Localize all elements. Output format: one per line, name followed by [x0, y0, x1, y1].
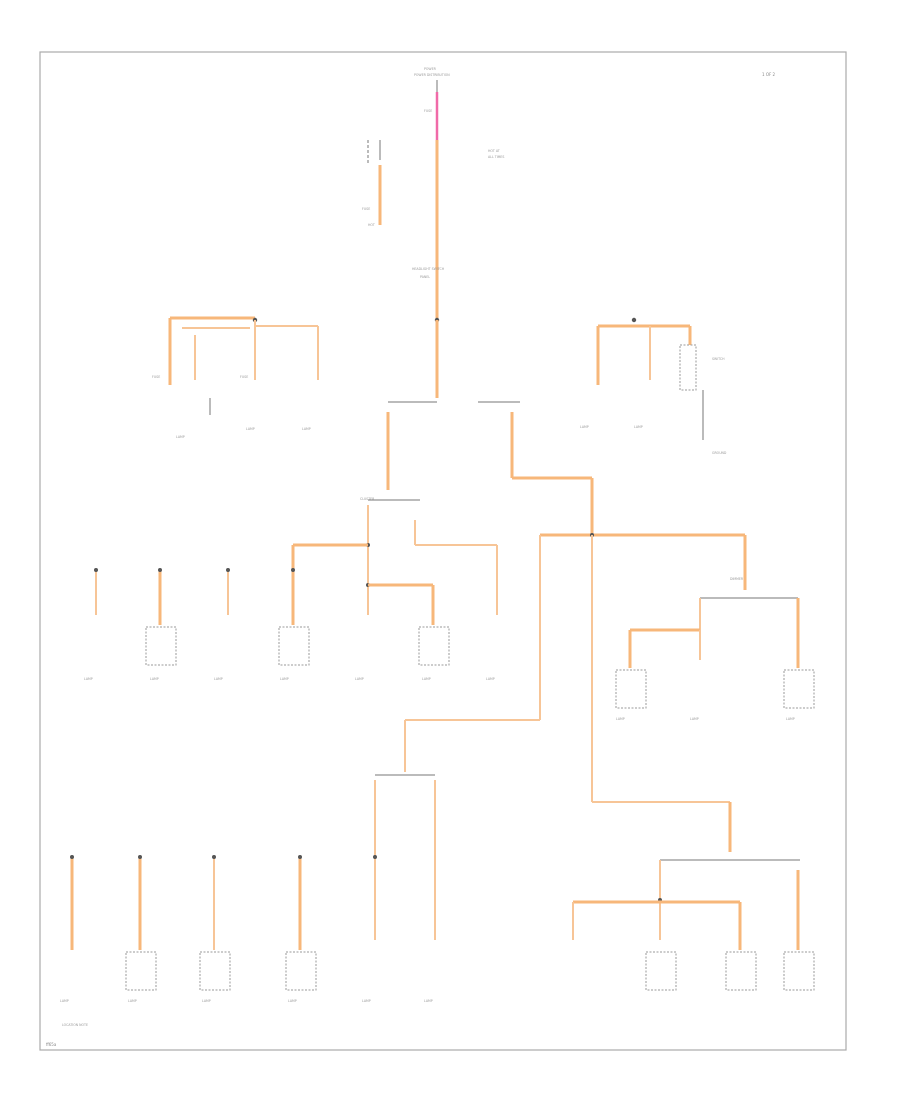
row2-label-4: LAMP: [288, 999, 297, 1003]
row2-comp-3: [199, 951, 231, 991]
row1-label-6: LAMP: [422, 677, 431, 681]
row2-label-3: LAMP: [202, 999, 211, 1003]
cluster-label: CLUSTER: [360, 497, 375, 501]
left-comp-label-3: LAMP: [302, 427, 311, 431]
row2-node-3: [212, 855, 216, 859]
headlight-switch-sub: PANEL: [420, 275, 430, 279]
mid-right-label-1: LAMP: [616, 717, 625, 721]
headlight-switch-label: HEADLIGHT SWITCH: [412, 267, 445, 271]
upper-left-hot-label: HOT: [368, 223, 375, 227]
diagram-border: [39, 51, 847, 1051]
row2-comp-9: [645, 951, 677, 991]
row1-label-1: LAMP: [84, 677, 93, 681]
row1-comp-4: [278, 626, 310, 666]
row2-comp-4: [285, 951, 317, 991]
row2-label-2: LAMP: [128, 999, 137, 1003]
right-comp-label-2: LAMP: [634, 425, 643, 429]
row1-node-2: [158, 568, 162, 572]
top-source-label-2: POWER DISTRIBUTION: [414, 73, 450, 77]
hot-label-2: ALL TIMES: [488, 155, 504, 159]
top-source-label-1: POWER: [424, 67, 437, 71]
dimmer-label: DIMMER: [730, 577, 744, 581]
row1-label-4: LAMP: [280, 677, 289, 681]
row1-label-5: LAMP: [355, 677, 364, 681]
mid-right-comp-3: [783, 669, 815, 709]
left-comp-label-1: LAMP: [176, 435, 185, 439]
row2-node-2: [138, 855, 142, 859]
left-fuse-label-2: FUSE: [240, 375, 248, 379]
mid-right-label-3: LAMP: [786, 717, 795, 721]
row2-comp-11: [783, 951, 815, 991]
right-switch-box: [679, 344, 697, 391]
row2-label-6: LAMP: [424, 999, 433, 1003]
fuse-main-label: FUSE: [424, 109, 432, 113]
page-label: 1 OF 2: [762, 72, 776, 77]
row2-comp-2: [125, 951, 157, 991]
right-switch-label: SWITCH: [712, 357, 725, 361]
row1-comp-6: [418, 626, 450, 666]
row1-comp-2: [145, 626, 177, 666]
left-comp-label-2: LAMP: [246, 427, 255, 431]
row1-node-3: [226, 568, 230, 572]
mid-right-label-2: LAMP: [690, 717, 699, 721]
right-ground-label: GROUND: [712, 451, 727, 455]
row2-comp-10: [725, 951, 757, 991]
right-bus-node: [631, 317, 637, 323]
right-comp-label-1: LAMP: [580, 425, 589, 429]
row2-node-4: [298, 855, 302, 859]
figure-id: ff65a: [46, 1042, 57, 1047]
row1-node-4: [291, 568, 295, 572]
mid-right-comp-1: [615, 669, 647, 709]
hot-label-1: HOT AT: [488, 149, 500, 153]
row2-label-5: LAMP: [362, 999, 371, 1003]
row2-node-1: [70, 855, 74, 859]
row1-label-3: LAMP: [214, 677, 223, 681]
row1-node-1: [94, 568, 98, 572]
footer-note: LOCATION NOTE: [62, 1023, 88, 1027]
row1-label-2: LAMP: [150, 677, 159, 681]
left-fuse-label-1: FUSE: [152, 375, 160, 379]
upper-left-fuse-label: FUSE: [362, 207, 370, 211]
row2-label-1: LAMP: [60, 999, 69, 1003]
lower-sub-node: [373, 855, 377, 859]
row1-label-7: LAMP: [486, 677, 495, 681]
